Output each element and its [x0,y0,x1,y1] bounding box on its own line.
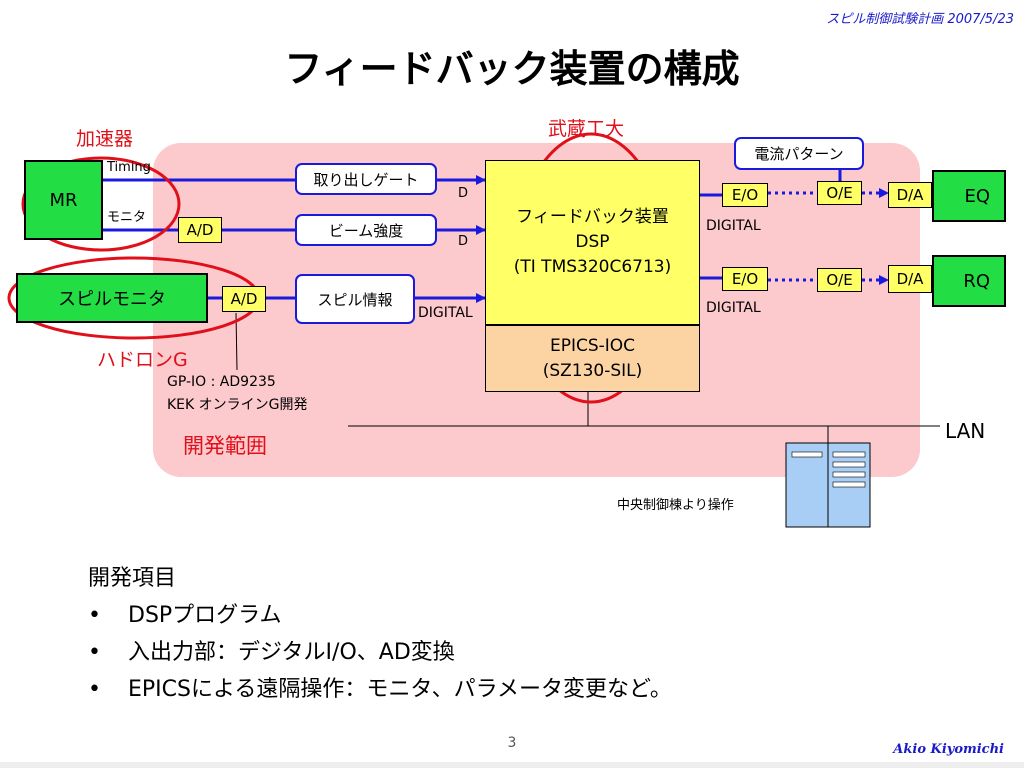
header-note: スピル制御試験計画 2007/5/23 [826,12,1014,27]
current-pattern-node: 電流パターン [734,137,864,170]
beam-intensity-node: ビーム強度 [295,214,437,246]
dev-scope-label: 開発範囲 [183,434,267,458]
development-items-heading: 開発項目 [88,566,177,591]
timing-label: Timing [107,160,151,175]
rq-node: RQ [932,255,1006,307]
musashi-label: 武蔵工大 [548,118,625,140]
page-title: フィードバック装置の構成 [284,47,740,91]
d-label-2: D [458,234,469,249]
bullet-item: DSPプログラム [88,597,672,634]
ad-converter-2: A/D [222,286,266,312]
ad-converter-1: A/D [178,217,222,243]
server-icon [785,442,871,528]
eo-converter-2: E/O [722,267,768,291]
digital-label-2: DIGITAL [706,218,761,234]
d-label-1: D [458,186,469,201]
central-control-label: 中央制御棟より操作 [617,498,734,513]
feedback-dsp-node: フィードバック装置 DSP (TI TMS320C6713) [485,160,700,325]
author-name: Akio Kiyomichi [893,742,1004,757]
feedback-dsp-line-2: DSP [575,232,610,252]
da-converter-1: D/A [888,182,932,208]
bullet-item: 入出力部：デジタルI/O、AD変換 [88,634,672,671]
footer-bar [0,762,1024,768]
digital-label-1: DIGITAL [418,305,473,321]
accelerator-label: 加速器 [76,128,134,150]
bullet-item: EPICSによる遠隔操作：モニタ、パラメータ変更など。 [88,671,672,708]
epics-ioc-line-2: (SZ130-SIL) [542,360,643,381]
spill-monitor-node: スピルモニタ [16,273,208,323]
spill-info-node: スピル情報 [295,274,415,324]
kek-label: KEK オンラインG開発 [167,397,308,413]
development-items: 開発項目 DSPプログラム 入出力部：デジタルI/O、AD変換 EPICSによる… [88,560,672,708]
lan-label: LAN [945,419,986,443]
eo-converter-1: E/O [722,183,768,207]
extraction-gate-node: 取り出しゲート [295,163,437,195]
hadron-label: ハドロンG [97,349,188,371]
eq-node: EQ [932,170,1006,222]
da-converter-2: D/A [888,265,932,293]
epics-ioc-node: EPICS-IOC (SZ130-SIL) [485,325,700,392]
oe-converter-1: O/E [817,181,862,205]
epics-ioc-line-1: EPICS-IOC [549,335,636,356]
oe-converter-2: O/E [817,268,862,292]
monitor-label: モニタ [107,210,147,225]
accelerator-ellipse [21,156,181,252]
feedback-dsp-line-1: フィードバック装置 [516,207,669,227]
feedback-dsp-line-3: (TI TMS320C6713) [513,257,672,277]
mr-node: MR [24,160,103,240]
page-number: 3 [507,735,517,751]
digital-label-3: DIGITAL [706,300,761,316]
gpio-label: GP-IO : AD9235 [167,374,276,390]
